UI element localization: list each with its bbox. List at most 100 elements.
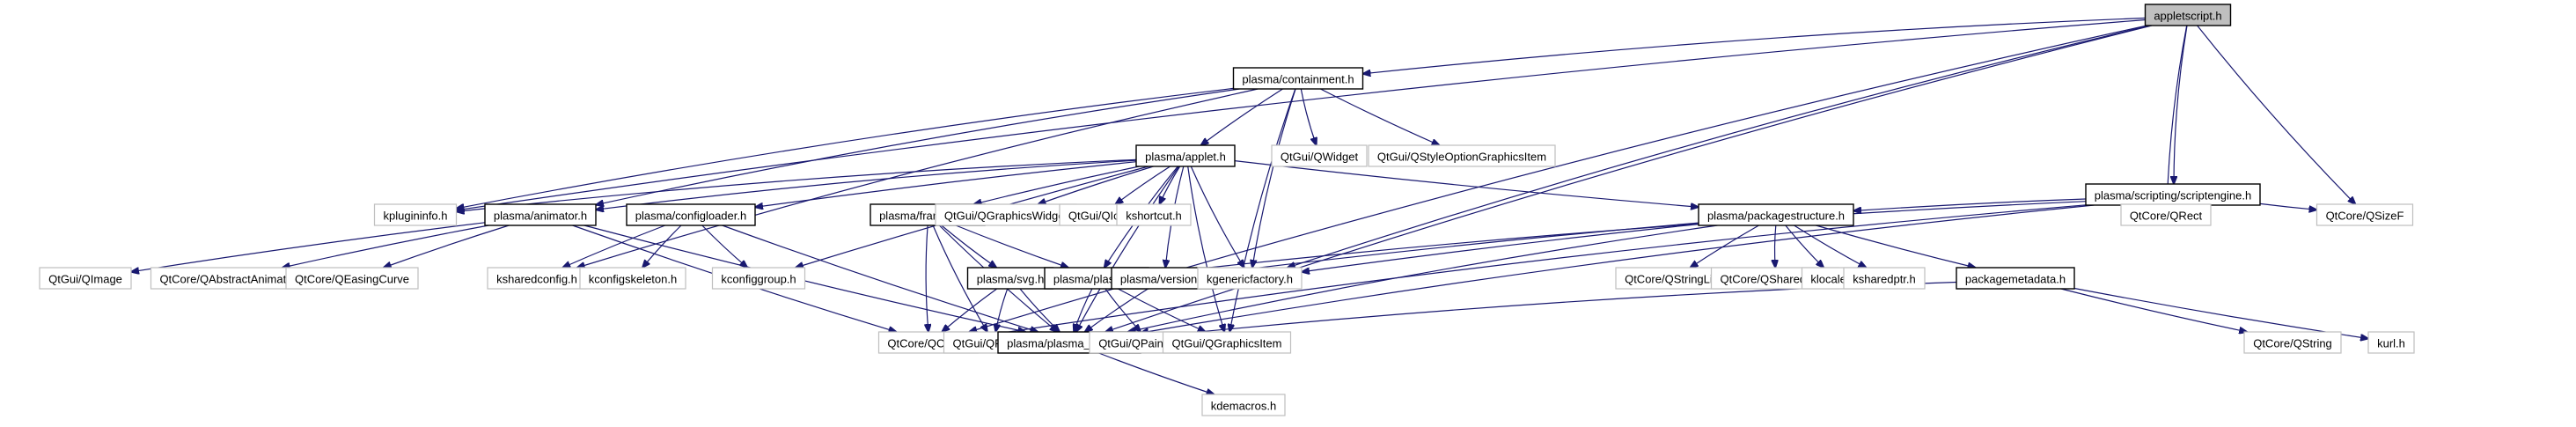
node-kgenericfactory: kgenericfactory.h bbox=[1197, 267, 1303, 290]
node-packagestructure[interactable]: plasma/packagestructure.h bbox=[1698, 203, 1854, 226]
edge-animator-to-qabstractanimation bbox=[283, 225, 489, 268]
node-box bbox=[1956, 267, 2075, 290]
node-label: kplugininfo.h bbox=[384, 210, 448, 223]
node-qabstractanimation: QtCore/QAbstractAnimation bbox=[150, 267, 312, 290]
node-label: packagemetadata.h bbox=[1965, 273, 2066, 286]
node-box bbox=[1698, 203, 1854, 226]
edge-packagestructure-to-qstringlist bbox=[1691, 225, 1759, 268]
node-box bbox=[1843, 267, 1926, 290]
edge-containment-to-ksharedconfig bbox=[577, 88, 1259, 268]
node-box bbox=[1271, 144, 1368, 167]
node-qgraphicswidget: QtGui/QGraphicsWidget bbox=[935, 203, 1077, 226]
node-box bbox=[1162, 331, 1292, 354]
edge-appletscript-to-scriptengine bbox=[2174, 25, 2188, 184]
edge-packagestructure-to-qshareddata bbox=[1775, 225, 1776, 268]
node-box bbox=[1197, 267, 1303, 290]
node-box bbox=[1232, 67, 1364, 90]
node-box bbox=[484, 203, 597, 226]
edge-containment-to-qgraphicsitem bbox=[1229, 88, 1296, 332]
node-configloader[interactable]: plasma/configloader.h bbox=[626, 203, 756, 226]
node-label: plasma/applet.h bbox=[1145, 151, 1226, 164]
edge-packagestructure-to-ksharedptr bbox=[1794, 225, 1867, 268]
edge-containment-to-applet bbox=[1201, 88, 1283, 145]
node-label: QtCore/QRect bbox=[2130, 210, 2203, 223]
node-animator[interactable]: plasma/animator.h bbox=[484, 203, 597, 226]
edge-plasma-to-qgraphicsitem bbox=[1118, 288, 1205, 332]
node-box bbox=[935, 203, 1077, 226]
edge-plasma-export-to-kdemacros bbox=[1098, 352, 1215, 394]
node-kshortcut: kshortcut.h bbox=[1116, 203, 1192, 226]
edge-packagestructure-to-klocale bbox=[1785, 225, 1824, 268]
edge-framesvg-to-qobject bbox=[926, 225, 928, 332]
edge-animator-to-qimage bbox=[131, 222, 486, 272]
node-ksharedptr: ksharedptr.h bbox=[1843, 267, 1926, 290]
edge-configloader-to-kconfigskeleton bbox=[642, 225, 682, 268]
edge-appletscript-to-containment bbox=[1363, 17, 2146, 74]
edge-scriptengine-to-qobject bbox=[979, 204, 2087, 336]
node-kurl: kurl.h bbox=[2367, 331, 2415, 354]
node-label: kconfigskeleton.h bbox=[589, 273, 677, 286]
edge-framesvg-to-svg bbox=[941, 225, 997, 268]
edge-applet-to-configloader bbox=[755, 161, 1137, 208]
node-label: appletscript.h bbox=[2154, 10, 2221, 23]
node-svg[interactable]: plasma/svg.h bbox=[966, 267, 1054, 290]
node-label: plasma/packagestructure.h bbox=[1707, 210, 1845, 223]
edge-applet-to-packagestructure bbox=[1234, 160, 1699, 208]
node-box bbox=[2144, 4, 2232, 26]
node-box bbox=[626, 203, 756, 226]
node-label: QtGui/QGraphicsWidget bbox=[944, 210, 1068, 223]
edge-appletscript-to-kgenericfactory bbox=[1288, 25, 2151, 268]
node-qimage: QtGui/QImage bbox=[39, 267, 132, 290]
node-qeasingcurve: QtCore/QEasingCurve bbox=[285, 267, 419, 290]
node-label: ksharedptr.h bbox=[1853, 273, 1916, 286]
node-box bbox=[1368, 144, 1556, 167]
edge-containment-to-kgenericfactory bbox=[1252, 88, 1296, 268]
edge-applet-to-qgraphicswidget bbox=[1038, 166, 1154, 204]
edge-scriptengine-to-qsizef bbox=[2259, 202, 2317, 210]
node-qgraphicsitem: QtGui/QGraphicsItem bbox=[1162, 331, 1292, 354]
node-box bbox=[2120, 203, 2212, 226]
node-label: plasma/animator.h bbox=[494, 210, 587, 223]
edge-scriptengine-to-plasma-export bbox=[1141, 204, 2095, 333]
node-ksharedconfig: ksharedconfig.h bbox=[487, 267, 587, 290]
node-applet[interactable]: plasma/applet.h bbox=[1135, 144, 1236, 167]
edge-svg-to-plasma-export bbox=[1019, 288, 1060, 332]
nodes-layer: appletscript.h plasma/containment.h plasma… bbox=[39, 4, 2415, 416]
node-kconfiggroup: kconfiggroup.h bbox=[711, 267, 806, 290]
edge-svg-to-qobject bbox=[942, 288, 998, 332]
node-label: QtGui/QStyleOptionGraphicsItem bbox=[1377, 151, 1546, 164]
node-label: kconfiggroup.h bbox=[721, 273, 796, 286]
node-containment[interactable]: plasma/containment.h bbox=[1232, 67, 1364, 90]
node-label: kshortcut.h bbox=[1126, 210, 1182, 223]
node-box bbox=[2243, 331, 2342, 354]
edge-framesvg-to-plasma bbox=[955, 225, 1068, 268]
node-label: QtCore/QEasingCurve bbox=[295, 273, 409, 286]
edge-applet-to-plasma-export bbox=[1076, 166, 1179, 332]
edge-packagestructure-to-kgenericfactory bbox=[1302, 224, 1699, 272]
edge-framesvg-to-qpixmap bbox=[932, 225, 987, 332]
node-label: plasma/containment.h bbox=[1242, 73, 1354, 86]
node-qwidget: QtGui/QWidget bbox=[1271, 144, 1368, 167]
edges-layer bbox=[131, 17, 2368, 395]
node-label: plasma/version.h bbox=[1120, 273, 1207, 286]
node-appletscript[interactable]: appletscript.h bbox=[2144, 4, 2232, 26]
edge-plasma-to-qpainterpath bbox=[1105, 288, 1141, 332]
node-kconfigskeleton: kconfigskeleton.h bbox=[579, 267, 686, 290]
node-label: QtGui/QIcon bbox=[1068, 210, 1132, 223]
node-packagemetadata[interactable]: packagemetadata.h bbox=[1956, 267, 2075, 290]
edge-packagestructure-to-plasma-export bbox=[1128, 225, 1718, 332]
node-label: QtGui/QWidget bbox=[1281, 151, 1359, 164]
edge-applet-to-kshortcut bbox=[1159, 166, 1181, 204]
edge-applet-to-qgraphicsitem bbox=[1187, 166, 1225, 332]
edge-applet-to-qicon bbox=[1115, 166, 1171, 204]
node-label: QtGui/QImage bbox=[48, 273, 122, 286]
edge-svg-to-qpixmap bbox=[995, 288, 1009, 332]
node-scriptengine[interactable]: plasma/scripting/scriptengine.h bbox=[2085, 183, 2261, 206]
node-box bbox=[373, 203, 458, 226]
edge-configloader-to-plasma-export bbox=[722, 225, 1038, 332]
node-label: plasma/scripting/scriptengine.h bbox=[2095, 189, 2251, 202]
edge-packagestructure-to-packagemetadata bbox=[1816, 225, 1975, 268]
node-box bbox=[2315, 203, 2414, 226]
node-box bbox=[2367, 331, 2415, 354]
edge-configloader-to-ksharedconfig bbox=[562, 225, 666, 268]
